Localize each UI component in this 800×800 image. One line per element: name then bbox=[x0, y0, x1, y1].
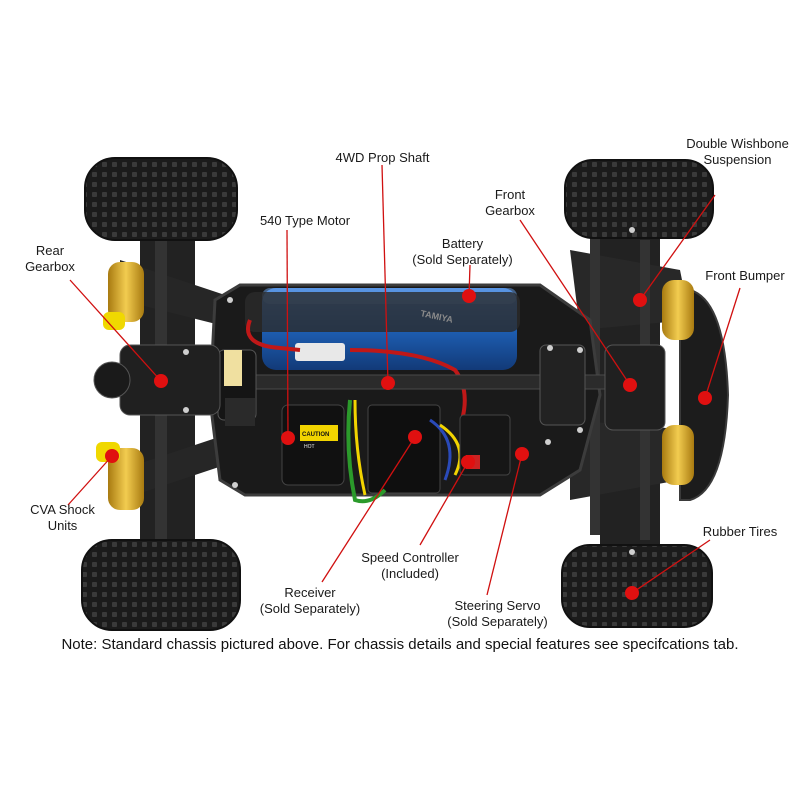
label-speed-controller: Speed Controller (Included) bbox=[361, 550, 459, 581]
front-tire-top bbox=[564, 159, 714, 239]
label-wishbone: Double Wishbone Suspension bbox=[686, 136, 789, 167]
marker-motor bbox=[281, 431, 295, 445]
callout-markers bbox=[105, 289, 712, 600]
leader-lines bbox=[67, 164, 741, 596]
marker-battery bbox=[462, 289, 476, 303]
speed-controller-unit bbox=[367, 404, 441, 494]
label-rubber-tires: Rubber Tires bbox=[702, 524, 778, 539]
front-shock-top bbox=[662, 280, 694, 340]
marker-cva-shock bbox=[105, 449, 119, 463]
front-shock-bottom bbox=[662, 425, 694, 485]
marker-speed-controller bbox=[461, 455, 475, 469]
marker-steering-servo bbox=[515, 447, 529, 461]
receiver-unit: CAUTION HOT bbox=[281, 404, 345, 486]
label-steering-servo: Steering Servo (Sold Separately) bbox=[447, 598, 548, 629]
marker-rear-gearbox bbox=[154, 374, 168, 388]
label-rear-gearbox: Rear Gearbox bbox=[25, 243, 75, 274]
marker-prop-shaft bbox=[381, 376, 395, 390]
marker-rubber-tires bbox=[625, 586, 639, 600]
marker-wishbone bbox=[633, 293, 647, 307]
rear-gearbox-housing bbox=[119, 344, 221, 416]
motor-body bbox=[217, 349, 257, 426]
label-prop-shaft: 4WD Prop Shaft bbox=[335, 150, 430, 165]
label-front-bumper: Front Bumper bbox=[705, 268, 785, 283]
label-front-gearbox: Front Gearbox bbox=[485, 187, 535, 218]
rear-tire-bottom bbox=[81, 539, 241, 631]
front-gearbox-housing bbox=[539, 344, 586, 426]
rear-shock-bottom bbox=[96, 442, 144, 510]
label-battery: Battery (Sold Separately) bbox=[412, 236, 513, 267]
label-motor: 540 Type Motor bbox=[259, 213, 351, 228]
rear-shock-top bbox=[103, 262, 144, 330]
footnote: Note: Standard chassis pictured above. F… bbox=[61, 636, 739, 653]
caution-sticker: CAUTION bbox=[302, 432, 329, 438]
battery-pack: TAMIYA bbox=[245, 288, 520, 370]
marker-front-bumper bbox=[698, 391, 712, 405]
hot-text: HOT bbox=[304, 444, 315, 450]
rear-tire-top bbox=[84, 157, 238, 241]
label-receiver: Receiver (Sold Separately) bbox=[259, 585, 361, 616]
marker-front-gearbox bbox=[623, 378, 637, 392]
label-cva-shock: CVA Shock Units bbox=[30, 502, 95, 533]
front-tire-bottom bbox=[561, 544, 713, 628]
marker-receiver bbox=[408, 430, 422, 444]
